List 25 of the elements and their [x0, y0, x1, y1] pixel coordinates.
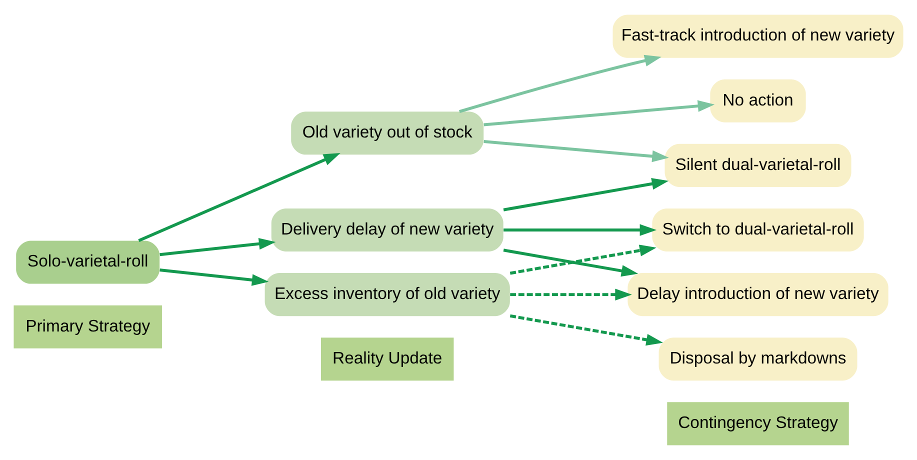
arrow: [503, 248, 638, 277]
node-box: Disposal by markdowns: [658, 338, 858, 381]
arrow: [510, 288, 632, 300]
node-box: Fast-track introduction of new variety: [612, 14, 904, 58]
label: Primary Strategy: [26, 316, 150, 336]
node-box: Switch to dual-varietal-roll: [652, 208, 864, 252]
label: Reality Update: [332, 348, 442, 368]
arrow: [510, 314, 664, 346]
arrow: [504, 224, 657, 236]
arrow: [484, 140, 669, 162]
node-box: Old variety out of stock: [291, 112, 484, 155]
node-box: No action: [710, 79, 806, 122]
node-box: Silent dual-varietal-roll: [664, 144, 852, 187]
arrow: [160, 238, 276, 256]
arrow: [484, 100, 715, 126]
arrow: [510, 244, 656, 275]
node-box: Delay introduction of new variety: [628, 273, 888, 316]
label: Contingency Strategy: [678, 413, 838, 432]
node-box: Excess inventory of old variety: [264, 273, 510, 316]
arrow: [160, 268, 269, 286]
node-box: Delivery delay of new variety: [271, 208, 504, 252]
node-box: Solo-varietal-roll: [16, 240, 160, 284]
arrow: [138, 153, 340, 242]
arrow: [503, 178, 669, 212]
arrow: [459, 54, 662, 113]
